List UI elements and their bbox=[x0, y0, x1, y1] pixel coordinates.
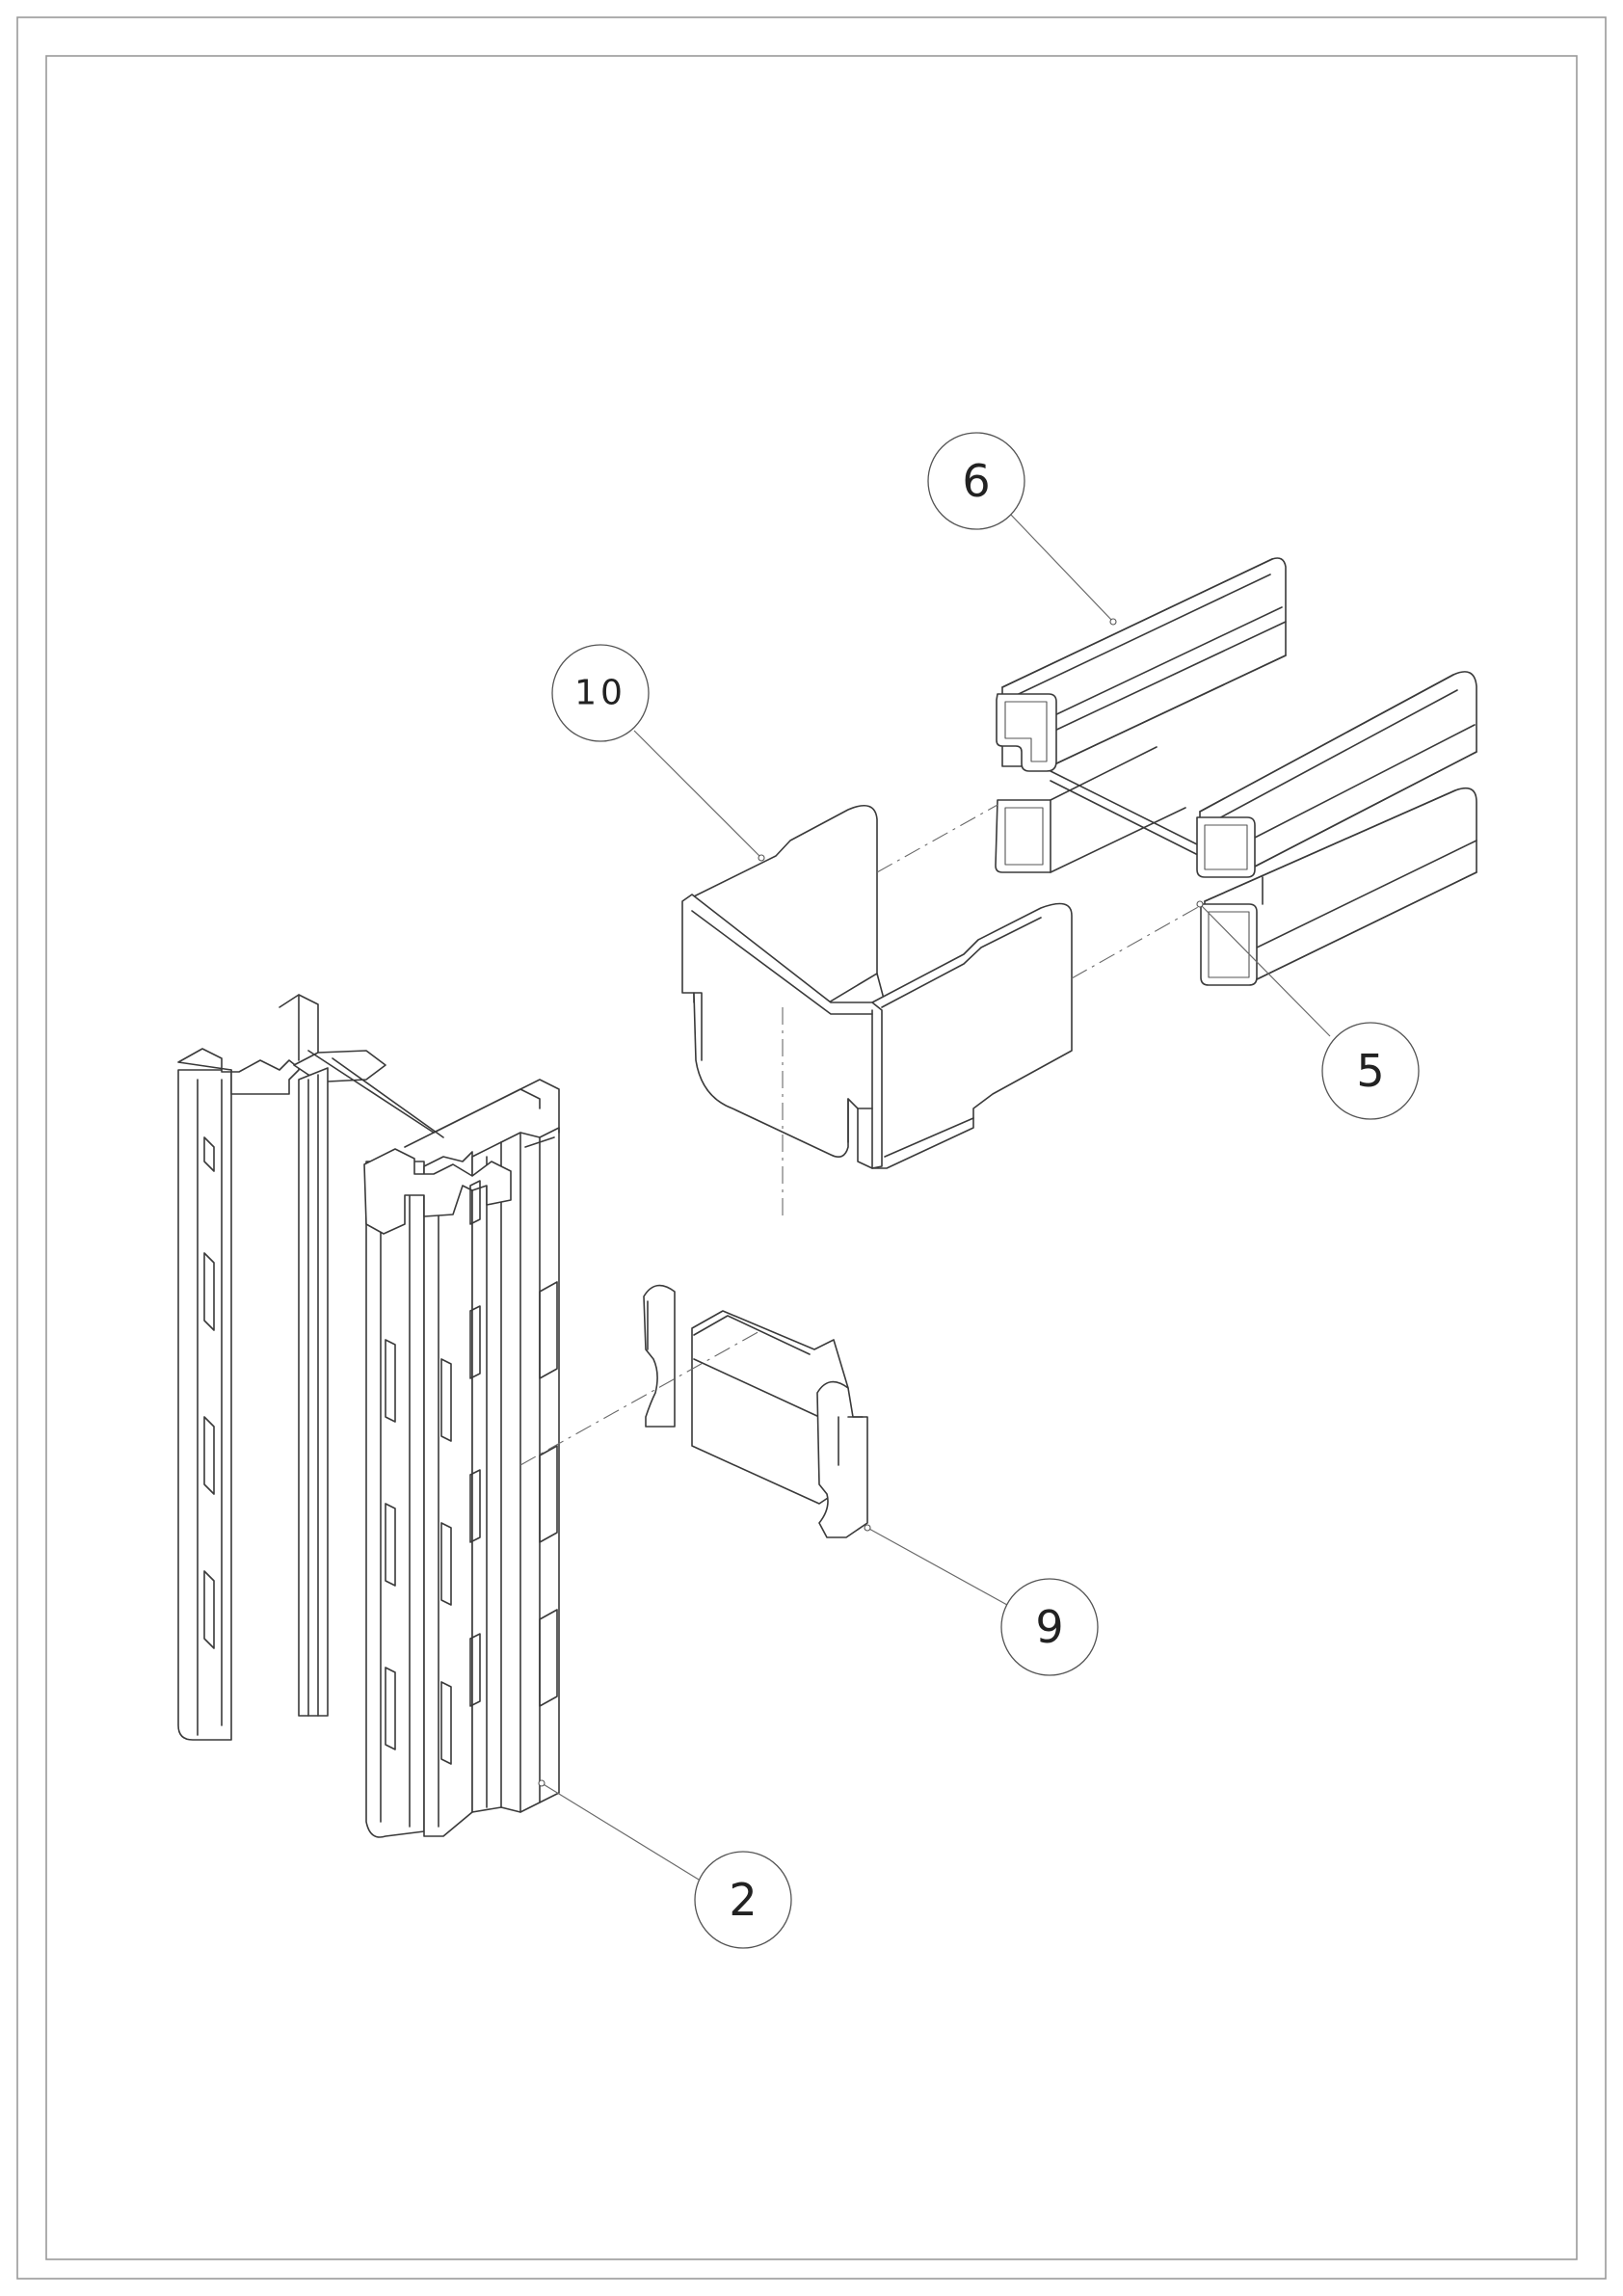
callout-part-10: 10 bbox=[551, 644, 650, 742]
front-slots bbox=[385, 1180, 558, 1765]
callout-label-10: 10 bbox=[574, 674, 626, 713]
callout-part-5: 5 bbox=[1321, 1022, 1420, 1120]
callout-part-6: 6 bbox=[927, 432, 1025, 530]
upright-part-2 bbox=[177, 994, 560, 1838]
callout-label-5: 5 bbox=[1356, 1045, 1384, 1097]
callout-label-9: 9 bbox=[1035, 1601, 1063, 1653]
callout-label-6: 6 bbox=[962, 455, 990, 507]
sheet-frame bbox=[16, 16, 1607, 2280]
clip-part-9 bbox=[643, 1284, 868, 1538]
leader-lines bbox=[538, 513, 1331, 1881]
beam-part-6 bbox=[995, 557, 1477, 986]
assembly-center-lines bbox=[519, 804, 1201, 1466]
callout-label-2: 2 bbox=[729, 1874, 757, 1926]
callout-part-2: 2 bbox=[694, 1851, 792, 1949]
callout-part-9: 9 bbox=[1000, 1578, 1099, 1676]
left-slots bbox=[203, 1136, 215, 1649]
